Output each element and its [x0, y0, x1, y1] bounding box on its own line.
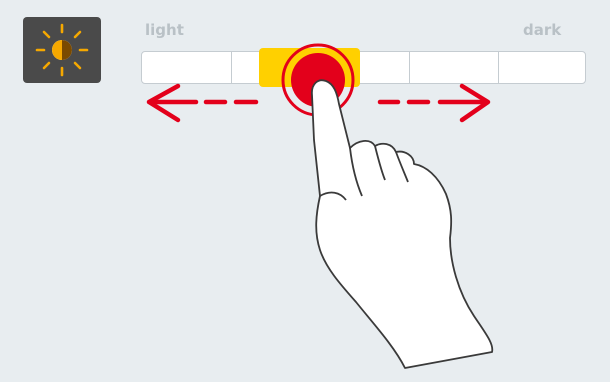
swipe-left-arrow	[149, 86, 256, 120]
swipe-right-arrow	[380, 86, 488, 120]
hand-pointer-icon	[312, 80, 492, 368]
